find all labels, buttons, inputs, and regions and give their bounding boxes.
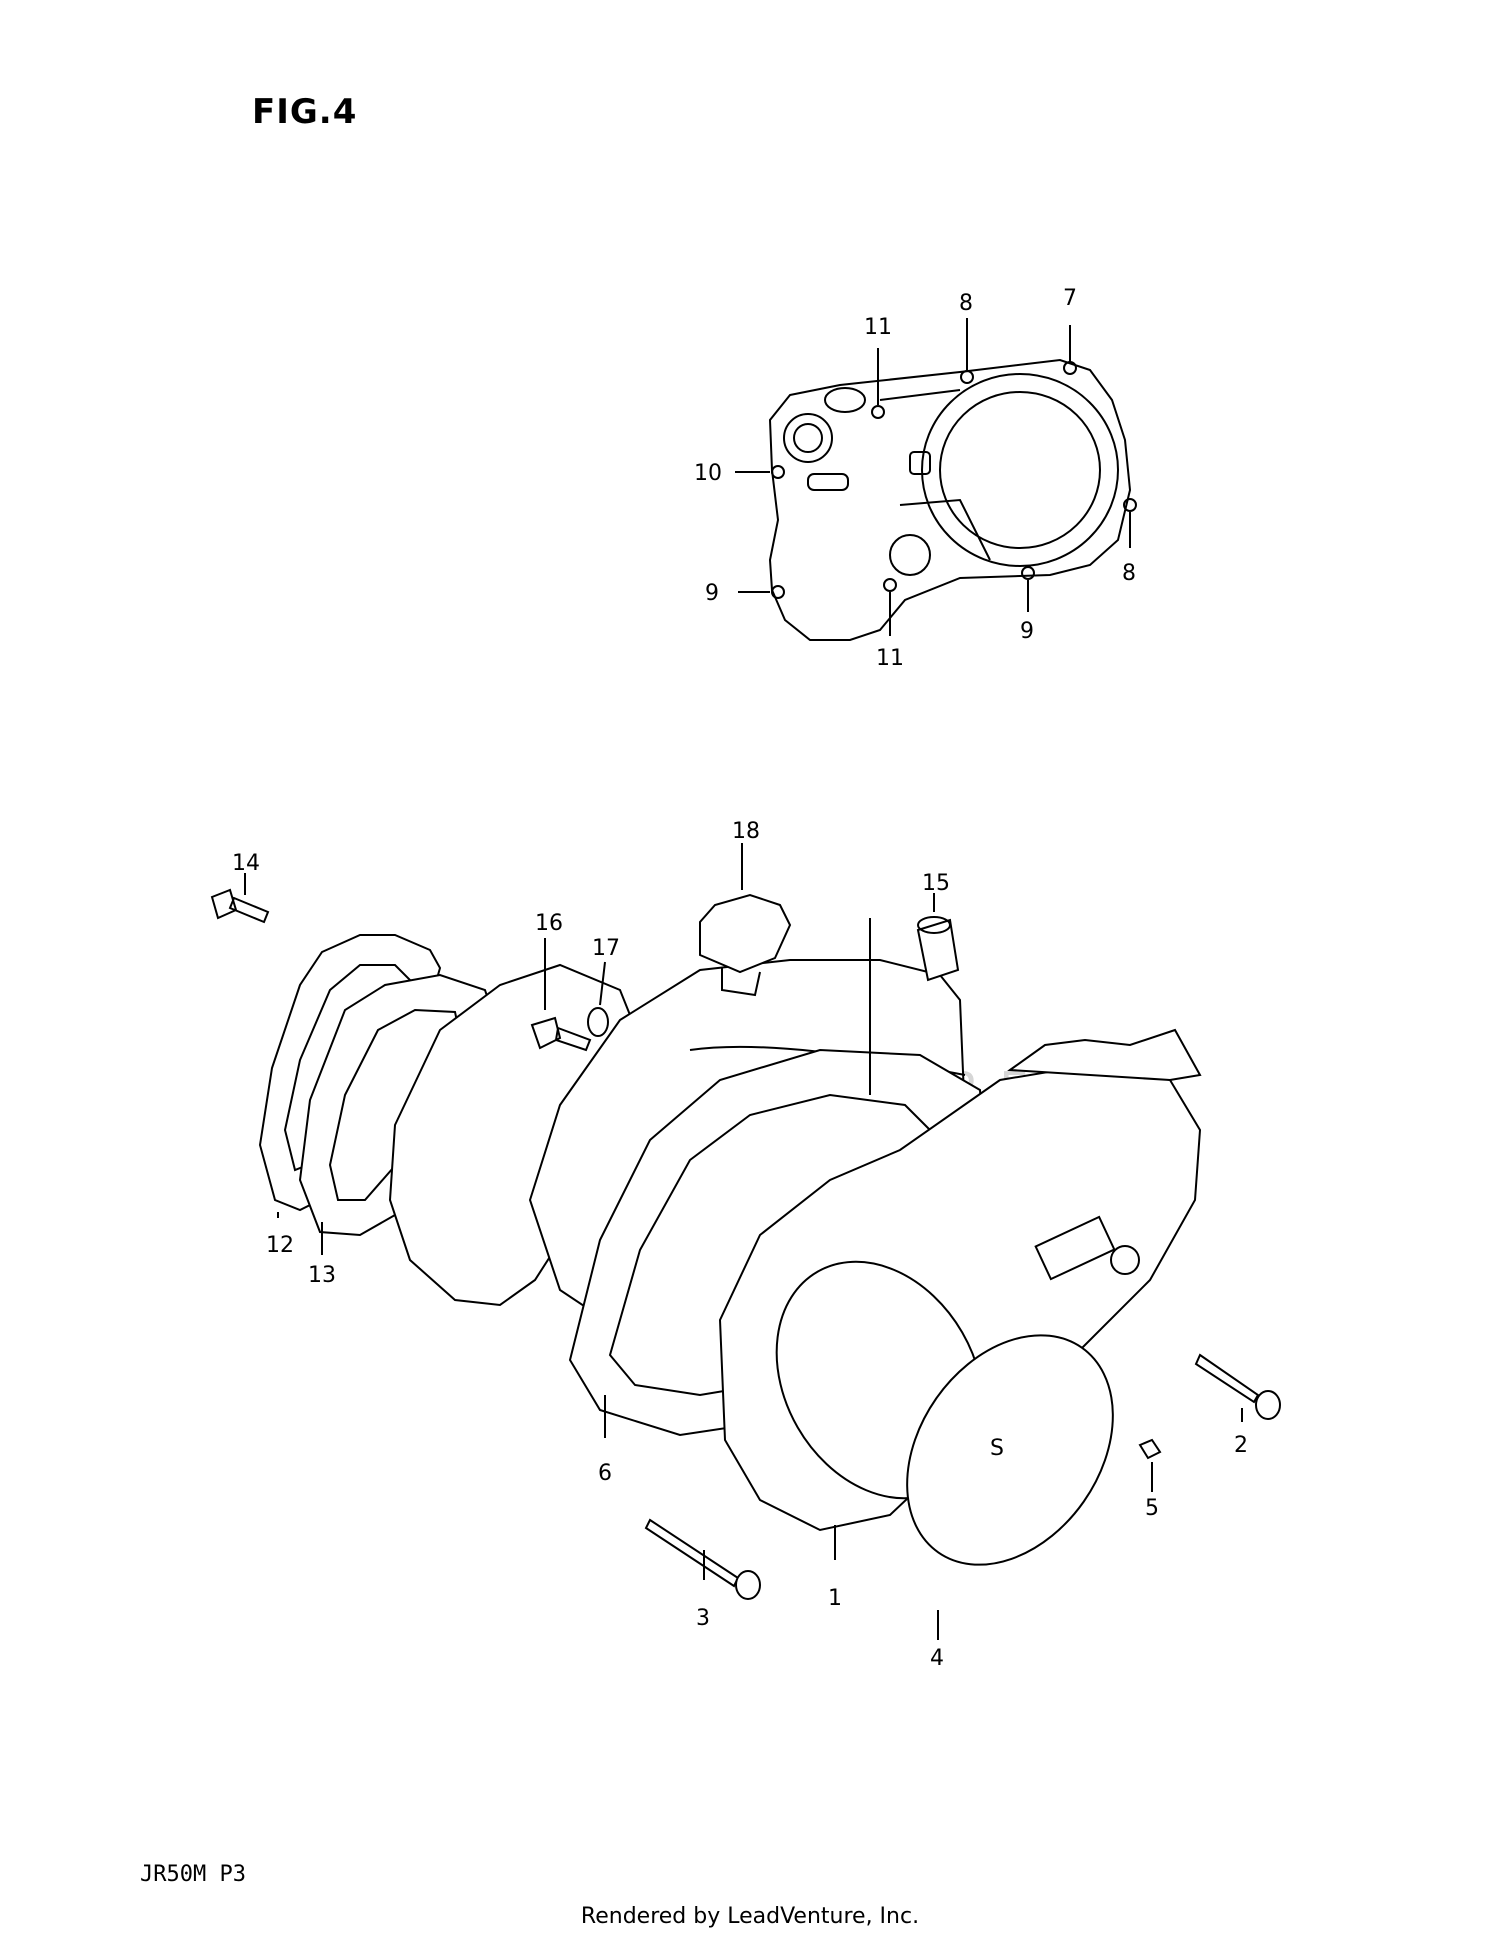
callout-9b: 9: [1020, 619, 1034, 644]
part-14-bolt: [210, 888, 270, 924]
filler-port: [824, 387, 866, 413]
part-2-screw: [1194, 1353, 1260, 1404]
part-4-cap: [906, 1334, 1114, 1566]
callout-13: 13: [308, 1263, 336, 1288]
cover-rib: [879, 389, 991, 561]
callout-7: 7: [1063, 286, 1077, 311]
callout-6: 6: [598, 1461, 612, 1486]
figure-title: FIG.4: [252, 92, 358, 132]
bolt-hole-11b: [883, 578, 897, 592]
bolt-hole-8b: [1123, 498, 1137, 512]
footer-credit: Rendered by LeadVenture, Inc.: [580, 1904, 920, 1929]
callout-9a: 9: [705, 581, 719, 606]
part-15-dowel: [916, 918, 960, 982]
oil-port: [783, 413, 833, 463]
model-code: JR50M P3: [140, 1862, 246, 1887]
part-1-hole: [1110, 1245, 1140, 1275]
callout-1: 1: [828, 1586, 842, 1611]
callout-10: 10: [694, 461, 722, 486]
part-3-head: [735, 1570, 761, 1600]
callout-3: 3: [696, 1606, 710, 1631]
cover-tab: [909, 451, 931, 475]
callout-2: 2: [1234, 1433, 1248, 1458]
callout-8b: 8: [1122, 561, 1136, 586]
callout-8a: 8: [959, 291, 973, 316]
part-2-head: [1255, 1390, 1281, 1420]
callout-labels: 1 2 3 4 5 6 7 8 8 9 9 10 11 11 12 13 14 …: [232, 286, 1248, 1671]
bolt-hole-10: [771, 465, 785, 479]
part-3-screw: [644, 1518, 740, 1588]
callout-17: 17: [592, 936, 620, 961]
part-18-cap: [699, 893, 792, 974]
bolt-hole-9a: [771, 585, 785, 599]
leader-lines-inset: [735, 318, 1131, 636]
callout-11b: 11: [876, 646, 904, 671]
callout-11a: 11: [864, 315, 892, 340]
part-17-washer: [587, 1007, 609, 1037]
part-4-logo: S: [990, 1436, 1004, 1461]
inner-cover-outline: [768, 358, 1132, 641]
callout-12: 12: [266, 1233, 294, 1258]
callout-14: 14: [232, 851, 260, 876]
callout-4: 4: [930, 1646, 944, 1671]
bolt-hole-9b: [1021, 566, 1035, 580]
inner-cover-ring-outer: [921, 373, 1119, 567]
part-5-screw: [1138, 1438, 1162, 1460]
part-1-plate: [1034, 1215, 1116, 1281]
shaft-hole: [889, 534, 931, 576]
inner-cover-ring-inner: [939, 391, 1101, 549]
part-15-end: [917, 916, 951, 934]
part-1-fin: [1007, 1028, 1202, 1082]
cover-slot: [807, 473, 849, 491]
bolt-hole-11a: [871, 405, 885, 419]
part-16-bolt: [530, 1016, 592, 1052]
callout-16: 16: [535, 911, 563, 936]
part-18-thread: [721, 968, 761, 997]
oil-port-inner: [793, 423, 823, 453]
callout-18: 18: [732, 819, 760, 844]
bolt-hole-8a: [960, 370, 974, 384]
leader-lines-main: [244, 843, 1243, 1640]
callout-5: 5: [1145, 1496, 1159, 1521]
callout-15: 15: [922, 871, 950, 896]
main-assembly: S: [210, 843, 1281, 1640]
inner-cover-view: [735, 318, 1137, 641]
part-1-cover: [718, 1063, 1202, 1532]
